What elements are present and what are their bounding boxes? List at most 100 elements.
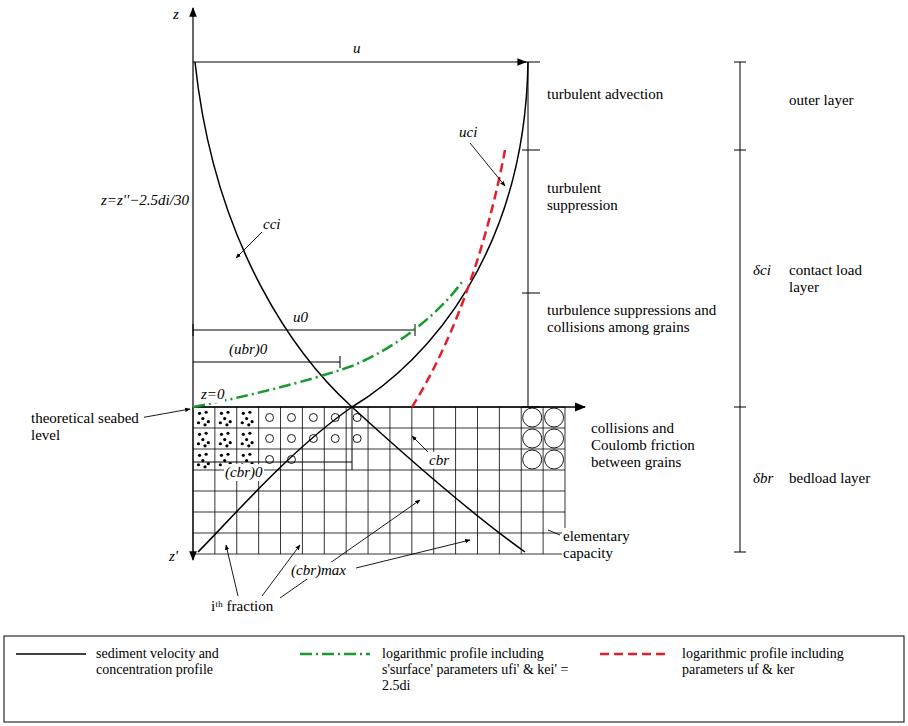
velocity-markers — [193, 324, 415, 470]
fine-grain — [225, 423, 228, 426]
z-axis — [192, 8, 193, 407]
fine-grain — [203, 465, 206, 468]
grid-line — [193, 533, 565, 534]
grid-line — [193, 449, 565, 450]
curve-label: cci — [262, 216, 281, 233]
fine-grain — [242, 412, 245, 415]
fraction-label: iᵗʰ fraction — [210, 598, 274, 615]
fine-grain — [219, 463, 222, 466]
coarse-grain — [545, 450, 564, 469]
layer-boundary — [528, 62, 529, 407]
legend-sample — [300, 653, 370, 656]
curve-label: uci — [458, 124, 478, 141]
fine-grain — [201, 417, 204, 420]
medium-grain — [353, 435, 361, 443]
zone-label: turbulent suppression — [546, 180, 668, 214]
layer-symbol: δci — [752, 262, 772, 279]
grid-line — [280, 407, 281, 554]
grid-line — [193, 512, 565, 513]
seabed-grid — [193, 407, 565, 554]
legend-sample — [16, 653, 86, 655]
fine-grain — [207, 462, 210, 465]
fine-grain — [248, 411, 251, 414]
medium-grain — [266, 435, 274, 443]
grid-line — [193, 554, 565, 555]
fine-grain — [205, 432, 208, 435]
legend-sample — [600, 653, 670, 656]
fine-grain — [220, 433, 223, 436]
fine-grain — [248, 432, 251, 435]
fine-grain — [223, 417, 226, 420]
level-label: z=0 — [200, 386, 225, 403]
grid-line — [346, 407, 347, 554]
medium-grain — [309, 414, 317, 422]
fine-grain — [205, 411, 208, 414]
layer-name: bedload layer — [788, 470, 880, 487]
zone-label: collisions and Coulomb friction between … — [590, 420, 732, 471]
fine-grain — [219, 442, 222, 445]
fine-grain — [241, 442, 244, 445]
grid-line — [214, 407, 215, 554]
grid-line — [543, 407, 544, 554]
velocity-label: u0 — [292, 309, 309, 326]
grid-line — [477, 407, 478, 554]
grain-symbols — [197, 408, 564, 469]
fine-grain — [245, 417, 248, 420]
fine-grain — [229, 420, 232, 423]
medium-grain — [287, 414, 295, 422]
fine-grain — [203, 423, 206, 426]
velocity-label: (ubr)0 — [228, 341, 268, 358]
fine-grain — [226, 411, 229, 414]
fine-grain — [226, 453, 229, 456]
concentration-label: cbr — [428, 452, 450, 469]
legend-frame — [4, 636, 904, 722]
grid-line — [368, 407, 369, 554]
fine-grain — [248, 453, 251, 456]
fine-grain — [201, 438, 204, 441]
fine-grain — [250, 441, 253, 444]
fine-grain — [247, 444, 250, 447]
leader-lines — [140, 143, 560, 598]
fine-grain — [197, 421, 200, 424]
medium-grain — [331, 435, 339, 443]
fine-grain — [229, 441, 232, 444]
capacity-label: elementary capacity — [562, 528, 654, 562]
axis-label: z' — [168, 548, 179, 565]
axis-label: z — [172, 6, 180, 23]
surface-log-profile — [193, 282, 462, 407]
zone-label: turbulent advection — [546, 86, 668, 103]
fine-grain — [242, 433, 245, 436]
grid-line — [389, 407, 390, 554]
fine-grain — [198, 433, 201, 436]
coarse-grain — [523, 429, 542, 448]
fine-grain — [197, 442, 200, 445]
fine-grain — [197, 463, 200, 466]
grid-line — [411, 407, 412, 554]
zone-label: turbulence suppressions and collisions a… — [546, 302, 718, 336]
medium-grain — [287, 435, 295, 443]
fine-grain — [207, 441, 210, 444]
velocity-curve — [198, 62, 528, 552]
concentration-curve — [195, 62, 525, 552]
grid-line — [193, 491, 565, 492]
legend-text: logarithmic profile including s'surface'… — [382, 646, 582, 694]
fine-grain — [220, 454, 223, 457]
level-formula: z=z''−2.5di/30 — [100, 192, 190, 209]
fine-grain — [225, 444, 228, 447]
fine-grain — [250, 420, 253, 423]
medium-grain — [266, 414, 274, 422]
fine-grain — [205, 453, 208, 456]
fine-grain — [203, 444, 206, 447]
coarse-grain — [545, 408, 564, 427]
fine-grain — [219, 421, 222, 424]
grid-line — [455, 407, 456, 554]
level-label: theoretical seabed level — [30, 410, 144, 444]
coarse-grain — [523, 450, 542, 469]
seabed-line — [193, 406, 585, 407]
u-arrow — [193, 61, 526, 62]
layer-ticks — [522, 62, 746, 552]
grid-line — [521, 407, 522, 554]
fine-grain — [245, 438, 248, 441]
log-profile — [412, 150, 505, 407]
